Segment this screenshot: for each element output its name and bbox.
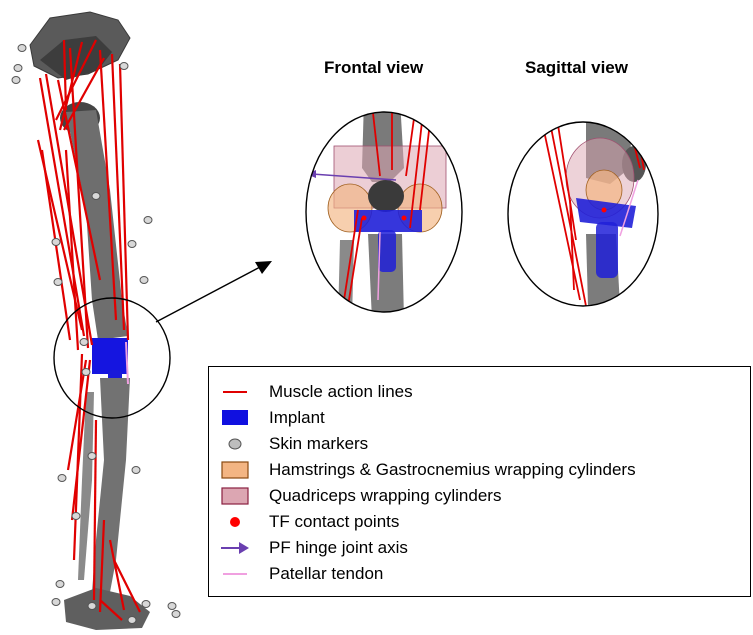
legend-item-hamstrings-cylinders: Hamstrings & Gastrocnemius wrapping cyli…: [209, 459, 750, 481]
skin-marker: [52, 239, 60, 246]
frontal-view-inset: [300, 100, 470, 320]
red-dot-icon: [217, 511, 251, 533]
skin-marker: [72, 513, 80, 520]
skin-marker: [12, 77, 20, 84]
skin-marker: [56, 581, 64, 588]
legend-item-tf-contact-points: TF contact points: [209, 511, 750, 533]
skin-marker: [88, 603, 96, 610]
sagittal-view-inset: [500, 110, 670, 310]
foot-shape: [64, 588, 150, 630]
skin-marker: [132, 467, 140, 474]
frontal-tf-contact-point: [402, 216, 407, 221]
purple-arrow-icon: [217, 537, 251, 559]
legend-box: Muscle action lines Implant Skin markers…: [208, 366, 751, 597]
legend-item-implant: Implant: [209, 407, 750, 429]
legend-label: Muscle action lines: [269, 382, 413, 402]
blue-rectangle-icon: [217, 407, 251, 429]
skin-marker: [80, 339, 88, 346]
skin-marker: [144, 217, 152, 224]
skin-marker: [18, 45, 26, 52]
tibia-shape: [92, 378, 130, 592]
frontal-patella: [368, 180, 404, 212]
sagittal-implant-stem: [596, 222, 618, 278]
skin-marker: [128, 241, 136, 248]
legend-item-skin-markers: Skin markers: [209, 433, 750, 455]
skin-marker: [88, 453, 96, 460]
skin-marker: [172, 611, 180, 618]
legend-label: Skin markers: [269, 434, 368, 454]
knee-implant: [92, 338, 128, 374]
legend-item-pf-hinge-joint-axis: PF hinge joint axis: [209, 537, 750, 559]
skin-marker: [168, 603, 176, 610]
legend-item-quadriceps-cylinders: Quadriceps wrapping cylinders: [209, 485, 750, 507]
skin-marker: [54, 279, 62, 286]
skin-marker: [14, 65, 22, 72]
legend-label: Hamstrings & Gastrocnemius wrapping cyli…: [269, 460, 636, 480]
legend-label: PF hinge joint axis: [269, 538, 408, 558]
legend-label: Quadriceps wrapping cylinders: [269, 486, 501, 506]
skin-marker: [128, 617, 136, 624]
frontal-implant-stem: [378, 230, 396, 272]
pink-rectangle-icon: [217, 485, 251, 507]
legend-item-patellar-tendon: Patellar tendon: [209, 563, 750, 585]
skin-marker: [142, 601, 150, 608]
skin-marker: [82, 369, 90, 376]
legend-label: TF contact points: [269, 512, 399, 532]
grey-ellipse-icon: [217, 433, 251, 455]
sagittal-tf-contact-point: [602, 208, 607, 213]
legend-label: Patellar tendon: [269, 564, 383, 584]
frontal-tf-contact-point: [362, 216, 367, 221]
legend-item-muscle-action-lines: Muscle action lines: [209, 381, 750, 403]
skin-marker: [120, 63, 128, 70]
skin-marker: [92, 193, 100, 200]
orange-rectangle-icon: [217, 459, 251, 481]
skin-marker: [52, 599, 60, 606]
skin-marker: [58, 475, 66, 482]
red-line-icon: [217, 381, 251, 403]
sagittal-view-title: Sagittal view: [525, 58, 628, 78]
frontal-view-title: Frontal view: [324, 58, 423, 78]
skin-marker: [140, 277, 148, 284]
zoom-arrow: [156, 261, 272, 322]
leg-model: [12, 12, 180, 630]
legend-label: Implant: [269, 408, 325, 428]
pink-line-icon: [217, 563, 251, 585]
